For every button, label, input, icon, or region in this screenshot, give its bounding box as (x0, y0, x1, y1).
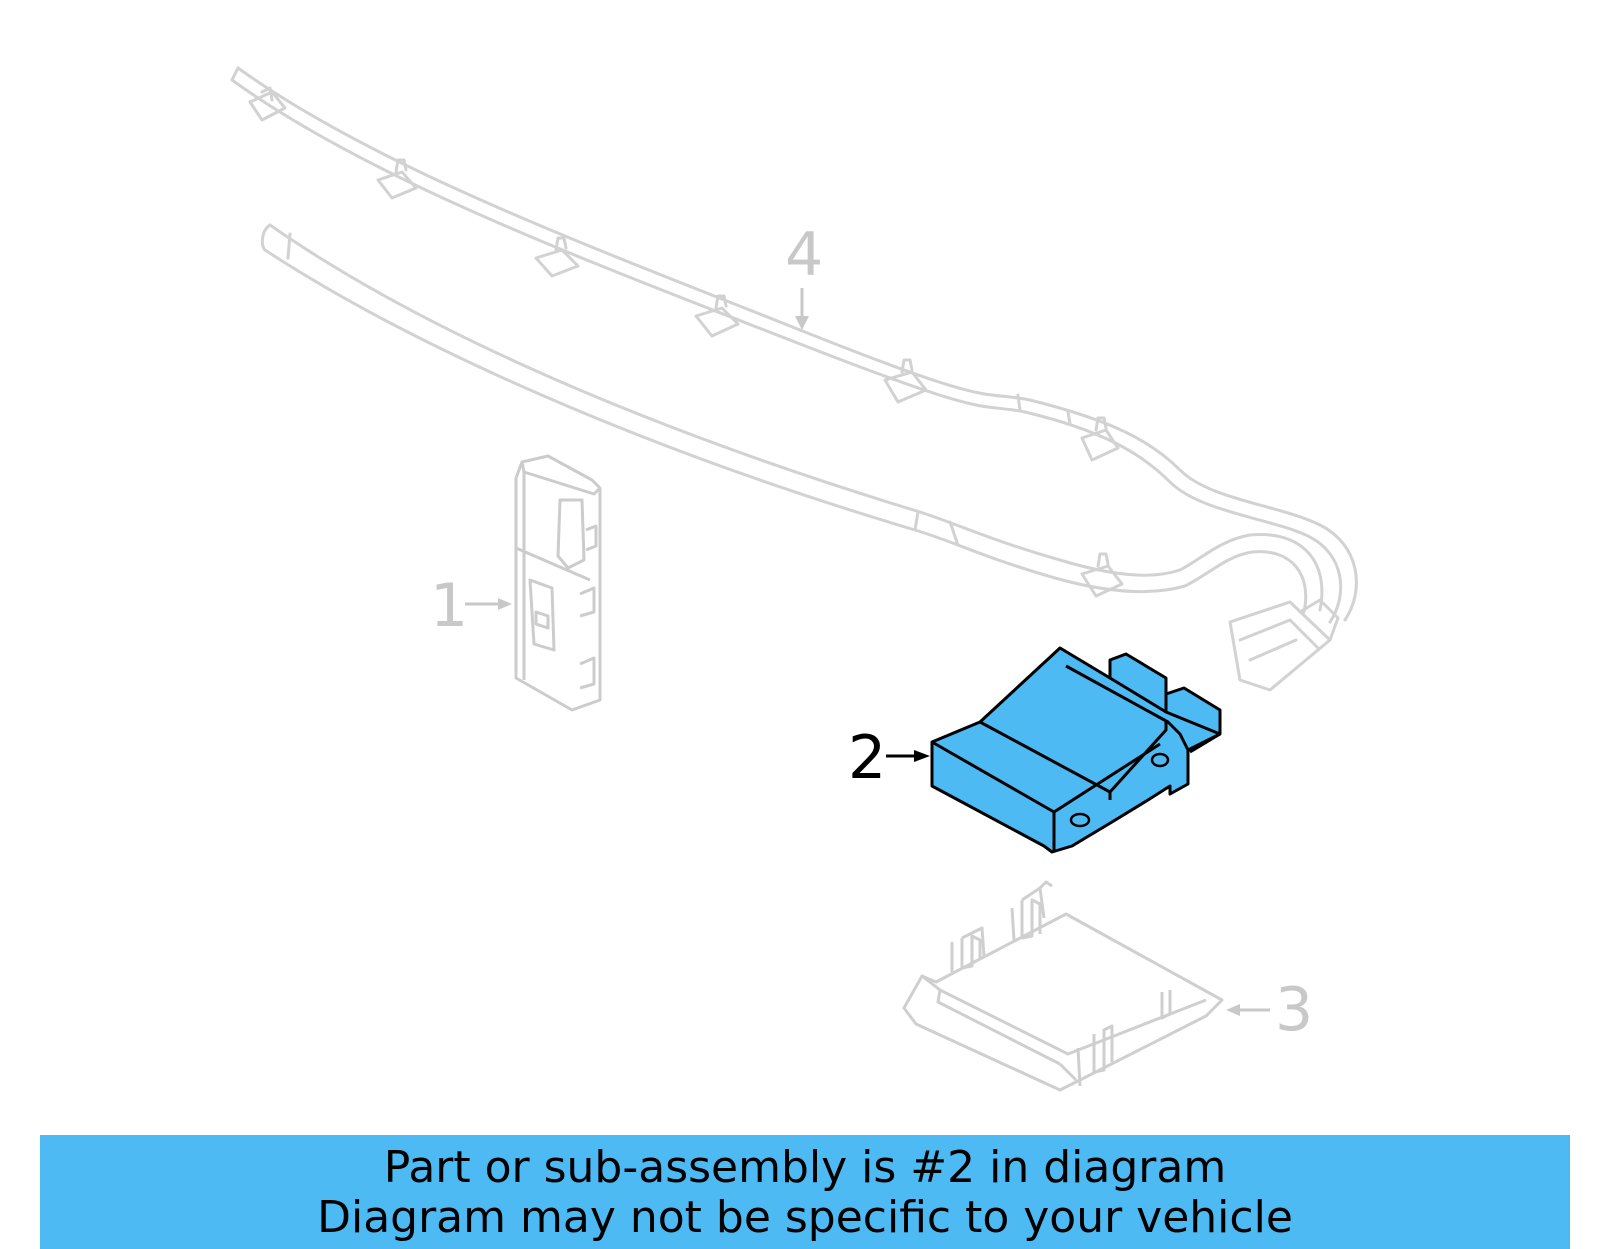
leader-arrows (465, 288, 1270, 1016)
callout-3: 3 (1275, 975, 1313, 1045)
callout-1: 1 (430, 571, 468, 641)
banner-line-2: Diagram may not be specific to your vehi… (317, 1192, 1293, 1243)
lower-harness (260, 223, 1340, 692)
part-1-module (514, 454, 602, 712)
part-2-control-module (930, 646, 1222, 854)
banner-line-1: Part or sub-assembly is #2 in diagram (383, 1142, 1227, 1193)
part-4-upper-harness (230, 66, 1358, 624)
callout-2: 2 (848, 723, 886, 793)
part-3-bracket (902, 880, 1224, 1092)
callout-4: 4 (785, 220, 823, 290)
info-banner: Part or sub-assembly is #2 in diagram Di… (40, 1135, 1570, 1249)
